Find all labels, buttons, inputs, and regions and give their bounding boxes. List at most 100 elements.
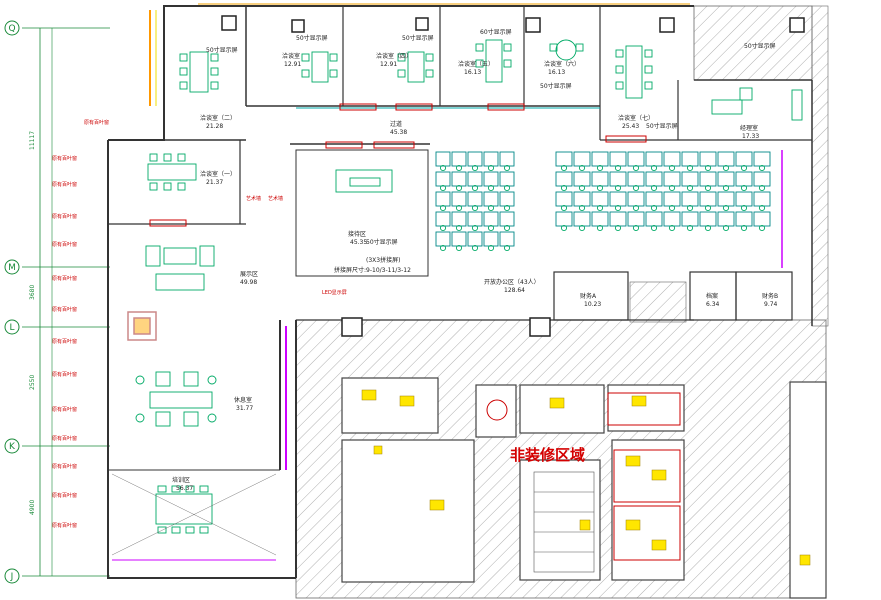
workstation-chair bbox=[632, 164, 640, 172]
workstation-desk bbox=[699, 211, 717, 227]
workstation-desk bbox=[555, 151, 573, 167]
room-manager-name: 经理室 bbox=[740, 124, 758, 132]
workstation-chair bbox=[632, 224, 640, 232]
room-corridor-name: 过道 bbox=[390, 120, 402, 128]
workstation-desk bbox=[451, 151, 467, 167]
workstation-chair bbox=[722, 184, 730, 192]
dim-2: 3680 bbox=[29, 285, 36, 300]
workstation-chair bbox=[686, 224, 694, 232]
workstation-chair bbox=[650, 224, 658, 232]
reception-note: (3X3拼接屏) bbox=[366, 256, 400, 264]
workstation-desk bbox=[663, 151, 681, 167]
workstation-chair bbox=[614, 224, 622, 232]
room-labels: 洽谈室（二） 21.28 洽谈室 12.91 洽谈室（四） 12.91 洽谈室（… bbox=[172, 28, 778, 492]
workstation-desk bbox=[451, 191, 467, 207]
edge-accents bbox=[112, 3, 783, 561]
workstation-chair bbox=[704, 204, 712, 212]
art-wall-label-1: 艺术墙 bbox=[246, 195, 261, 202]
workstation-desk bbox=[609, 171, 627, 187]
workstation-desk bbox=[483, 191, 499, 207]
workstation-chair bbox=[740, 224, 748, 232]
workstation-desk bbox=[467, 211, 483, 227]
workstation-desk bbox=[591, 191, 609, 207]
workstation-desk bbox=[467, 191, 483, 207]
workstation-chair bbox=[560, 184, 568, 192]
workstation-desk bbox=[627, 191, 645, 207]
workstation-chair bbox=[487, 164, 495, 172]
open-office-desks-right bbox=[555, 151, 771, 232]
workstation-desk bbox=[753, 151, 771, 167]
workstation-chair bbox=[503, 164, 511, 172]
workstation-desk bbox=[483, 151, 499, 167]
svg-text:原有百叶窗: 原有百叶窗 bbox=[52, 371, 77, 378]
workstation-chair bbox=[632, 184, 640, 192]
room-meeting-5-name: 洽谈室（五） bbox=[458, 60, 494, 68]
workstation-desk bbox=[717, 191, 735, 207]
workstation-chair bbox=[758, 184, 766, 192]
workstation-chair bbox=[439, 204, 447, 212]
workstation-chair bbox=[668, 204, 676, 212]
room-open-office-name: 开放办公区（43人） bbox=[484, 278, 540, 286]
workstation-desk bbox=[573, 151, 591, 167]
workstation-desk bbox=[735, 191, 753, 207]
workstation-chair bbox=[614, 204, 622, 212]
workstation-chair bbox=[704, 164, 712, 172]
workstation-chair bbox=[503, 184, 511, 192]
workstation-chair bbox=[650, 204, 658, 212]
workstation-desk bbox=[753, 191, 771, 207]
workstation-desk bbox=[717, 171, 735, 187]
dim-4: 4900 bbox=[29, 500, 36, 515]
core-rooms bbox=[341, 377, 827, 599]
workstation-chair bbox=[596, 224, 604, 232]
workstation-desk bbox=[645, 151, 663, 167]
workstation-chair bbox=[614, 164, 622, 172]
room-meeting-6-area: 16.13 bbox=[548, 69, 565, 76]
workstation-desk bbox=[663, 191, 681, 207]
core-fixtures bbox=[361, 389, 811, 573]
workstation-desk bbox=[735, 171, 753, 187]
workstation-chair bbox=[614, 184, 622, 192]
workstation-chair bbox=[758, 204, 766, 212]
workstation-chair bbox=[650, 184, 658, 192]
workstation-desk bbox=[627, 171, 645, 187]
workstation-desk bbox=[645, 211, 663, 227]
workstation-desk bbox=[467, 231, 483, 247]
workstation-desk bbox=[609, 151, 627, 167]
workstation-desk bbox=[483, 171, 499, 187]
workstation-chair bbox=[596, 204, 604, 212]
workstation-desk bbox=[435, 191, 451, 207]
workstation-chair bbox=[471, 164, 479, 172]
room-tea-name: 休息室 bbox=[234, 396, 252, 404]
workstation-desk bbox=[451, 231, 467, 247]
workstation-chair bbox=[471, 224, 479, 232]
workstation-desk bbox=[573, 171, 591, 187]
non-renovation-label: 非装修区域 bbox=[510, 446, 585, 464]
workstation-desk bbox=[681, 151, 699, 167]
workstation-desk bbox=[645, 191, 663, 207]
workstation-desk bbox=[451, 171, 467, 187]
room-meeting-7-area: 25.43 bbox=[622, 123, 639, 130]
room-meeting-4-area: 12.91 bbox=[380, 61, 397, 68]
room-manager-area: 17.33 bbox=[742, 133, 759, 140]
workstation-chair bbox=[503, 244, 511, 252]
workstation-desk bbox=[609, 191, 627, 207]
screen-label-4: 50寸显示屏 bbox=[402, 34, 434, 42]
room-meeting-3-name: 洽谈室 bbox=[282, 52, 300, 60]
room-tea-area: 31.77 bbox=[236, 405, 253, 412]
svg-text:原有百叶窗: 原有百叶窗 bbox=[52, 492, 77, 499]
workstation-chair bbox=[650, 164, 658, 172]
svg-text:原有百叶窗: 原有百叶窗 bbox=[52, 463, 77, 470]
workstation-desk bbox=[699, 171, 717, 187]
workstation-desk bbox=[573, 191, 591, 207]
art-wall-label-2: 艺术墙 bbox=[268, 195, 283, 202]
svg-text:原有百叶窗: 原有百叶窗 bbox=[52, 406, 77, 413]
workstation-desk bbox=[483, 211, 499, 227]
workstation-chair bbox=[704, 224, 712, 232]
workstation-desk bbox=[499, 211, 515, 227]
svg-text:K: K bbox=[9, 442, 16, 452]
room-finance-a-name: 财务A bbox=[580, 292, 597, 300]
room-open-office-area: 128.64 bbox=[504, 287, 525, 294]
room-finance-b-area: 9.74 bbox=[764, 301, 778, 308]
workstation-chair bbox=[439, 164, 447, 172]
svg-text:原有百叶窗: 原有百叶窗 bbox=[52, 213, 77, 220]
